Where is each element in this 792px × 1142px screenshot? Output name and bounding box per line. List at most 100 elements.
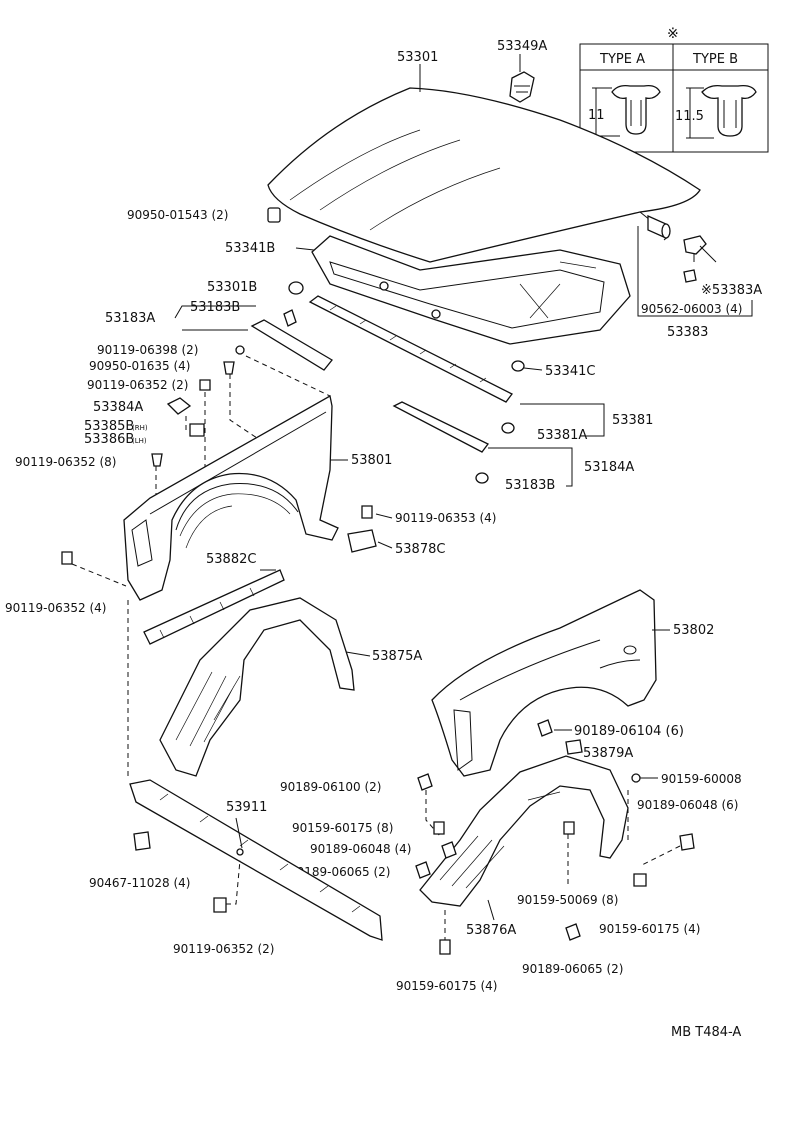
label-90189-06065-b: 90189-06065 (2)	[522, 962, 624, 976]
label-90119-06352-d: 90119-06352 (2)	[173, 942, 275, 956]
grommet-90950-01635	[223, 361, 235, 375]
label-53879a: 53879A	[583, 746, 633, 761]
label-90189-06048-r: 90189-06048 (6)	[637, 798, 739, 812]
bracket-53381	[520, 403, 605, 437]
hood-clip-53349a	[509, 71, 535, 103]
label-53386b-suffix: (LH)	[132, 437, 147, 445]
label-53911: 53911	[226, 800, 267, 815]
clip-90189-06048-r	[679, 833, 695, 851]
bumper-53301b	[288, 281, 304, 295]
label-53381: 53381	[612, 413, 653, 428]
cushion-53183b-top	[283, 309, 297, 327]
type-b-clip-drawing	[686, 84, 757, 139]
label-53383a: ※53383A	[701, 283, 762, 298]
hood-inner-frame	[311, 235, 631, 345]
type-b-dim: 11.5	[675, 109, 704, 124]
label-90119-06352-a: 90119-06352 (2)	[87, 378, 189, 392]
bolt-90119-06352-d	[213, 897, 227, 913]
bracket-53183a	[174, 305, 256, 319]
label-90119-06352-c: 90119-06352 (4)	[5, 601, 107, 615]
clip-90189-06065-a	[415, 861, 431, 879]
fender-liner-53876a	[419, 755, 629, 907]
label-53301b: 53301B	[207, 280, 257, 295]
nut-90562-06003	[683, 269, 697, 283]
label-90950-01635: 90950-01635 (4)	[89, 359, 191, 373]
label-53349a: 53349A	[497, 39, 547, 54]
type-b-label: TYPE B	[692, 52, 738, 67]
type-table-frame	[579, 43, 769, 153]
type-a-label: TYPE A	[599, 52, 645, 67]
label-53801: 53801	[351, 453, 392, 468]
label-90159-50069: 90159-50069 (8)	[517, 893, 619, 907]
cushion-53183b-bottom	[475, 472, 489, 484]
label-90159-60008: 90159-60008	[661, 772, 742, 786]
hood-hinge-cylinder	[647, 214, 671, 240]
type-a-clip-drawing	[592, 84, 661, 137]
bolt-90119-06398	[235, 345, 245, 355]
label-53384a: 53384A	[93, 400, 143, 415]
label-53876a: 53876A	[466, 923, 516, 938]
clip-90189-06065-b	[565, 923, 581, 941]
screw-90159-50069	[563, 821, 575, 835]
label-90119-06352-b: 90119-06352 (8)	[15, 455, 117, 469]
bracket-53878c	[347, 529, 377, 553]
note-symbol: ※	[667, 26, 679, 42]
bumper-53341c	[511, 360, 525, 372]
bracket-53879a	[565, 739, 583, 755]
fender-liner-53875a	[159, 597, 355, 777]
seal-strip-53183a	[250, 319, 333, 371]
clip-90467-11028	[133, 831, 151, 851]
screw-90159-60175-c	[439, 939, 451, 955]
label-53184a: 53184A	[584, 460, 634, 475]
label-53882c: 53882C	[206, 552, 256, 567]
label-53878c: 53878C	[395, 542, 445, 557]
label-90159-60175-a: 90159-60175 (8)	[292, 821, 394, 835]
label-53341b: 53341B	[225, 241, 275, 256]
clip-53383a	[683, 235, 707, 262]
label-90159-60175-b: 90159-60175 (4)	[599, 922, 701, 936]
seal-53184a	[392, 401, 489, 453]
seal-strip-53882c	[143, 569, 285, 645]
label-90189-06104: 90189-06104 (6)	[574, 724, 684, 739]
clip-90189-06100	[417, 773, 433, 791]
diagram-code: MB T484-A	[671, 1025, 741, 1040]
label-53183b-top: 53183B	[190, 300, 240, 315]
label-53385b: 53385B	[84, 419, 134, 434]
label-53383: 53383	[667, 325, 708, 340]
bolt-90119-06352-c	[61, 551, 73, 565]
bolt-90119-06352-a	[199, 379, 211, 391]
label-90562-06003: 90562-06003 (4)	[641, 302, 743, 316]
screw-90159-60175-b	[633, 873, 647, 887]
label-53183a: 53183A	[105, 311, 155, 326]
front-fender-53802	[431, 589, 657, 777]
bracket-53184a	[488, 447, 573, 487]
label-53183b-bottom: 53183B	[505, 478, 555, 493]
label-53875a: 53875A	[372, 649, 422, 664]
label-90189-06048-l: 90189-06048 (4)	[310, 842, 412, 856]
screw-90159-60008	[631, 773, 641, 783]
clip-53381a	[501, 422, 515, 434]
seal-53911	[129, 779, 383, 941]
label-53301: 53301	[397, 50, 438, 65]
label-90950-01543: 90950-01543 (2)	[127, 208, 229, 222]
label-90119-06398: 90119-06398 (2)	[97, 343, 199, 357]
label-90189-06100: 90189-06100 (2)	[280, 780, 382, 794]
grommet-90950-01543	[267, 207, 281, 223]
label-53802: 53802	[673, 623, 714, 638]
type-a-dim: 11	[588, 108, 605, 123]
bracket-53385b	[189, 423, 205, 437]
label-90189-06065-a: 90189-06065 (2)	[289, 865, 391, 879]
label-53341c: 53341C	[545, 364, 595, 379]
label-53381a: 53381A	[537, 428, 587, 443]
label-90119-06353: 90119-06353 (4)	[395, 511, 497, 525]
bolt-90119-06352-b	[151, 453, 163, 467]
bracket-53383	[637, 226, 753, 317]
label-53385b-suffix: (RH)	[132, 424, 148, 432]
label-53386b: 53386B	[84, 432, 134, 447]
fender-apron-53801	[123, 394, 339, 601]
bolt-90119-06353	[361, 505, 373, 519]
label-90467-11028: 90467-11028 (4)	[89, 876, 191, 890]
cowl-seal-53381	[308, 295, 513, 403]
